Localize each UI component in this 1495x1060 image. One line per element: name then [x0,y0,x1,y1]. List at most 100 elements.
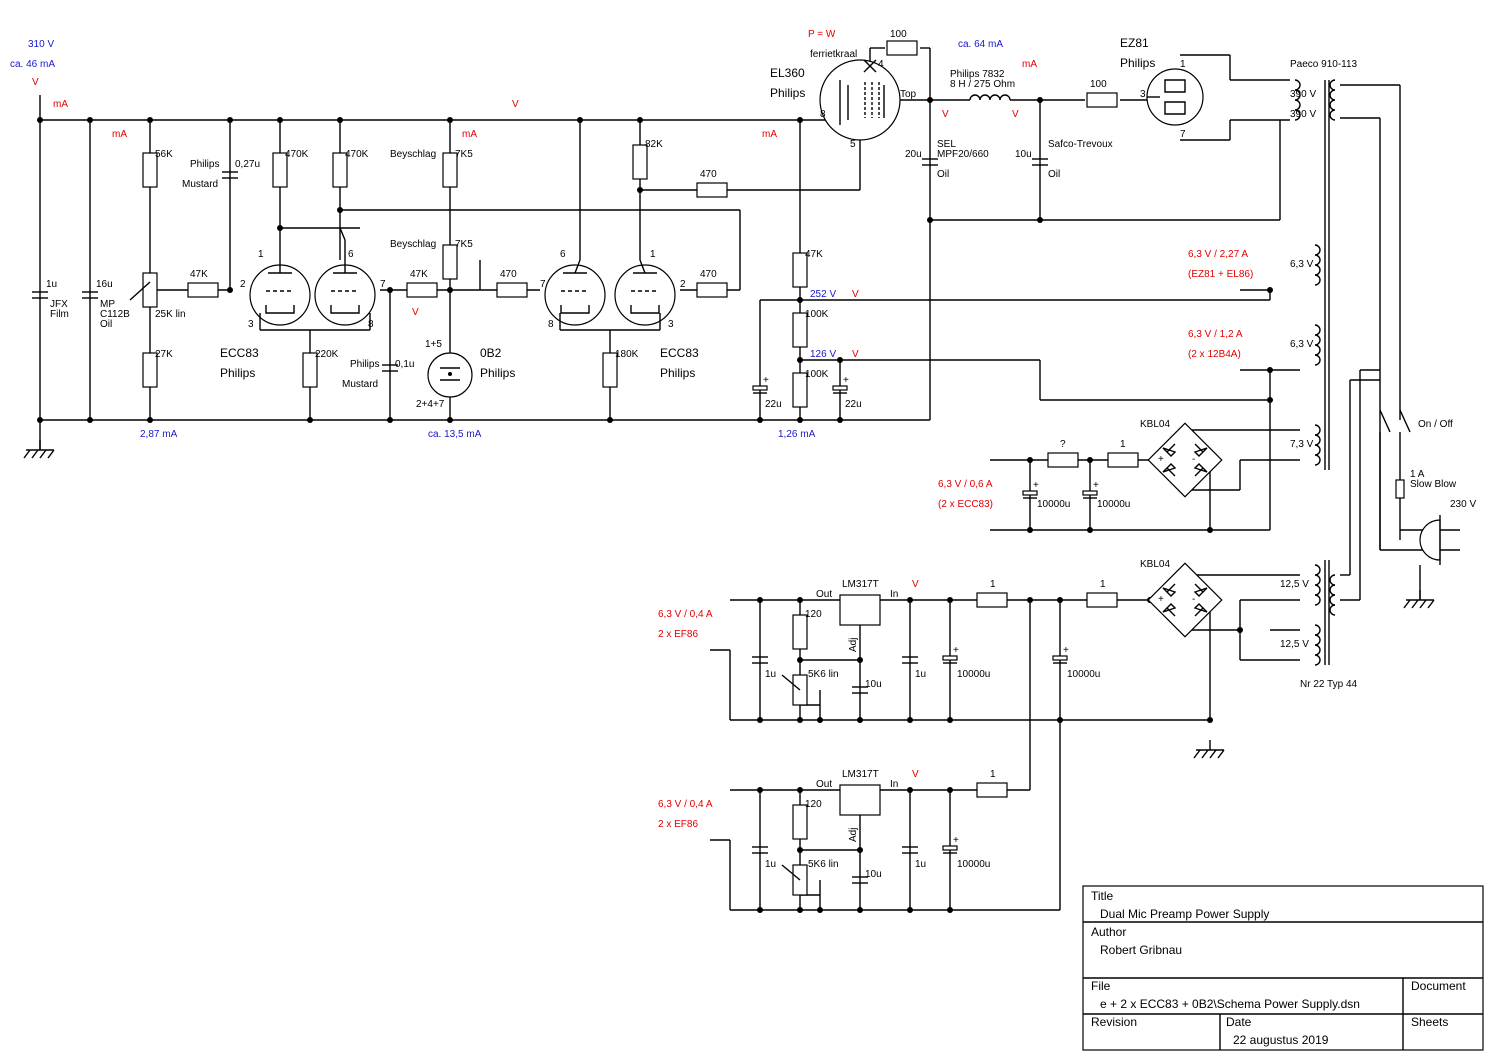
ma-label-5: mA [1022,59,1037,70]
heater-label-1-sub: (EZ81 + EL86) [1188,269,1253,280]
svg-text:100K: 100K [805,309,829,320]
svg-text:5: 5 [850,139,856,150]
v-label-9: V [912,769,919,780]
svg-text:5K6 lin: 5K6 lin [808,859,839,870]
resistor-82k [632,144,648,180]
document-label: Document [1411,979,1466,993]
mains-ground-icon [1403,589,1435,609]
svg-text:6: 6 [348,249,354,260]
svg-text:1u: 1u [765,859,776,870]
svg-text:+: + [1158,594,1164,605]
svg-text:3: 3 [668,319,674,330]
svg-text:470K: 470K [345,149,369,160]
svg-text:1u: 1u [765,669,776,680]
date-value: 22 augustus 2019 [1233,1033,1329,1047]
author-value: Robert Gribnau [1100,943,1182,957]
svg-text:7: 7 [380,279,386,290]
ma-label-4: mA [762,129,777,140]
svg-text:20u: 20u [905,149,922,160]
v-label-6: V [852,289,859,300]
capacitor-10000u-d [942,834,960,854]
el360-tube [819,59,901,141]
heater-label-4-sub: 2 x EF86 [658,629,698,640]
svg-text:16u: 16u [96,279,113,290]
v-label-3: V [412,307,419,318]
svg-text:LM317T: LM317T [842,579,879,590]
v-label-8: V [912,579,919,590]
svg-text:82K: 82K [645,139,663,150]
svg-text:22u: 22u [845,399,862,410]
v-label-2: V [512,99,519,110]
svg-text:1 A: 1 A [1410,469,1425,480]
svg-text:Philips: Philips [190,159,219,170]
svg-text:10u: 10u [1015,149,1032,160]
regulator-lm317-a [839,594,881,626]
svg-text:Mustard: Mustard [182,179,218,190]
ob2-label: 0B2 [480,346,502,360]
supply-current-label: ca. 46 mA [10,59,55,70]
choke-philips-7832 [969,94,1011,101]
svg-text:1: 1 [990,769,996,780]
capacitor-10000u-e [1052,644,1070,664]
svg-text:1: 1 [1120,439,1126,450]
svg-text:KBL04: KBL04 [1140,559,1170,570]
ma-label-1: mA [53,99,68,110]
svg-text:7,3 V: 7,3 V [1290,439,1314,450]
component-labels: 56K 27K 25K lin 47K 470K 470K 220K 7K5 7… [46,29,1476,880]
regulator-lm317-b [839,784,881,816]
svg-text:In: In [890,589,898,600]
resistor-100-anode [1086,92,1118,108]
resistor-unknown [1047,452,1079,468]
svg-text:22u: 22u [765,399,782,410]
heater-label-4: 6,3 V / 0,4 A [658,609,713,620]
svg-text:2: 2 [240,279,246,290]
svg-text:2: 2 [680,279,686,290]
svg-text:10u: 10u [865,869,882,880]
resistor-470-a [496,282,528,298]
ecc83-a-label: ECC83 [220,346,259,360]
svg-text:180K: 180K [615,349,639,360]
file-label: File [1091,979,1111,993]
capacitor-10000u-b [1082,479,1100,499]
ecc83-b-label: ECC83 [660,346,699,360]
svg-text:In: In [890,779,898,790]
svg-text:1u: 1u [46,279,57,290]
svg-text:1: 1 [1180,59,1186,70]
heater-label-5: 6,3 V / 0,4 A [658,799,713,810]
resistor-1-d [976,782,1008,798]
svg-text:1: 1 [258,249,264,260]
svg-text:47K: 47K [190,269,208,280]
svg-text:220K: 220K [315,349,339,360]
potentiometer-25k [142,272,158,308]
svg-text:C112B: C112B [100,309,130,320]
ob2-pins-top: 1+5 [425,339,442,350]
resistor-120-b [792,804,808,840]
resistor-1-a [1107,452,1139,468]
svg-text:KBL04: KBL04 [1140,419,1170,430]
pot-wiper-arrow [129,281,151,301]
svg-text:7K5: 7K5 [455,239,473,250]
ma-label-3: mA [462,129,477,140]
svg-text:100: 100 [1090,79,1107,90]
resistor-47k-a [187,282,219,298]
svg-text:470: 470 [700,169,717,180]
heater-label-2: 6,3 V / 1,2 A [1188,329,1243,340]
svg-text:8: 8 [820,109,826,120]
svg-text:8 H / 275 Ohm: 8 H / 275 Ohm [950,79,1015,90]
svg-text:JFX: JFX [50,299,68,310]
svg-text:1u: 1u [915,859,926,870]
svg-text:Beyschlag: Beyschlag [390,149,436,160]
svg-text:12,5 V: 12,5 V [1280,579,1309,590]
svg-text:3: 3 [1140,89,1146,100]
ferrite-label: ferrietkraal [810,49,857,60]
ecc83-b-brand: Philips [660,366,695,380]
svg-text:25K lin: 25K lin [155,309,186,320]
svg-text:120: 120 [805,609,822,620]
revision-label: Revision [1091,1015,1137,1029]
svg-text:Oil: Oil [1048,169,1060,180]
tap2-voltage-label: 126 V [810,349,836,360]
resistor-1-c [1086,592,1118,608]
tap1-voltage-label: 252 V [810,289,836,300]
ez81-rectifier-tube [1146,68,1204,126]
